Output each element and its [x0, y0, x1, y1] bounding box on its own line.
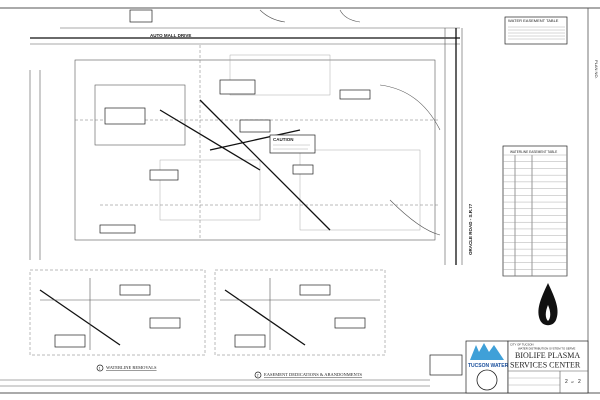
detail-1: 1 WATERLINE REMOVALS [29, 269, 206, 372]
north-arrow-icon [538, 283, 558, 326]
tucson-water-logo-icon [470, 343, 504, 360]
water-easement-table: WATER EASEMENT TABLE [504, 16, 568, 45]
caution-note: CAUTION [273, 137, 294, 142]
subtitle-text: WATER DISTRIBUTION SYSTEM TO SERVE [518, 347, 575, 351]
detail-2: 2 EASEMENT DEDICATIONS & ABANDONMENTS [214, 269, 386, 379]
logo-text: TUCSON WATER [468, 363, 509, 369]
agency-text: CITY OF TUCSON [510, 343, 534, 347]
sheet-total: 2 [578, 379, 581, 385]
street-label-auto-mall: AUTO MALL DRIVE [150, 33, 191, 38]
plan-no-label: PLAN NO. [594, 60, 599, 79]
detail-2-title: EASEMENT DEDICATIONS & ABANDONMENTS [264, 372, 363, 377]
city-seal-icon [476, 369, 498, 391]
project-title-line2: SERVICES CENTER [510, 361, 581, 370]
sheet-number: 2 [565, 379, 568, 385]
waterline-easement-table: WATERLINE EASEMENT TABLE [502, 145, 568, 277]
detail-1-number: 1 [99, 367, 101, 371]
project-title-line1: BIOLIFE PLASMA [515, 351, 580, 360]
water-easement-table-title: WATER EASEMENT TABLE [508, 18, 559, 23]
detail-2-number: 2 [257, 374, 259, 378]
line-table-title: WATERLINE EASEMENT TABLE [510, 150, 557, 154]
title-block: TUCSON WATER CITY OF TUCSON WATER DISTRI… [429, 340, 589, 394]
street-label-oracle: ORACLE ROAD - S.R.77 [468, 203, 473, 255]
site-plan: AUTO MALL DRIVE ORACLE ROAD - S.R.77 CAU… [29, 9, 473, 265]
sheet-of: of [571, 380, 574, 384]
detail-1-title: WATERLINE REMOVALS [106, 365, 157, 370]
